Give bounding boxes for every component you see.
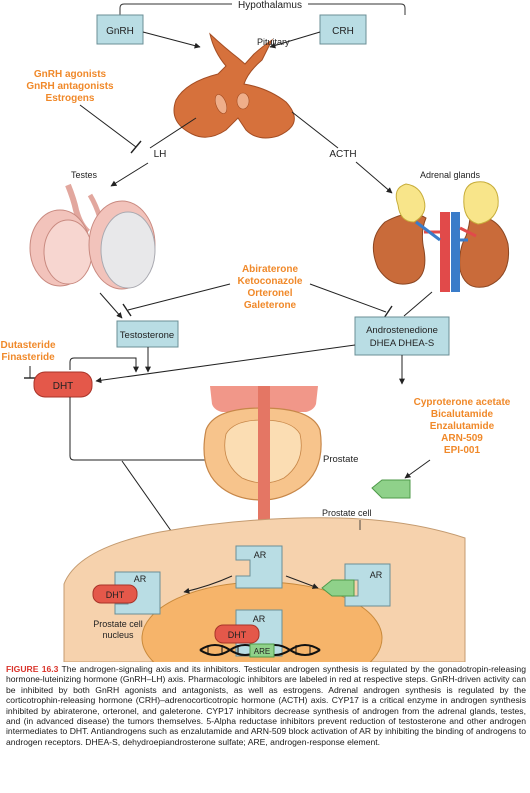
dht-pill: [33, 371, 93, 398]
drug-dutasteride: Dutasteride: [0, 340, 55, 351]
pituitary-gland: Pituitary: [173, 32, 295, 139]
drug-enzalutamide: Enzalutamide: [430, 421, 495, 432]
testes: Testes: [29, 170, 156, 290]
drug-gnrh-antagonists: GnRH antagonists: [26, 81, 114, 92]
drug-gnrh-agonists: GnRH agonists: [34, 69, 107, 80]
crh-label: CRH: [332, 26, 354, 37]
prostate: Prostate: [203, 386, 358, 520]
drug-epi001: EPI-001: [444, 445, 481, 456]
gnrh-label: GnRH: [106, 26, 134, 37]
testosterone-box: [116, 320, 179, 348]
ar-label-nucleus: AR: [253, 614, 266, 624]
ar-receptor-nucleus: AR DHT: [214, 609, 283, 657]
ar-receptor-right: AR: [321, 563, 391, 607]
drug-ketoconazole: Ketoconazole: [237, 276, 302, 287]
antiandrogen-bound: [321, 579, 355, 597]
hypothalamus-label: Hypothalamus: [238, 0, 302, 11]
pituitary-label: Pituitary: [257, 37, 290, 47]
drug-galeterone: Galeterone: [244, 300, 297, 311]
crh-box: [319, 14, 367, 45]
dht-bound-nucleus: [214, 624, 260, 644]
ar-label-right: AR: [370, 570, 383, 580]
are-element: [249, 643, 275, 658]
drug-cyproterone: Cyproterone acetate: [414, 397, 511, 408]
dht-bound-left: [92, 584, 138, 604]
ar-receptor-center: AR: [235, 545, 283, 589]
androgen-axis-diagram: Hypothalamus GnRH CRH Pituitary GnRH ago…: [0, 0, 511, 662]
ar-label-left: AR: [134, 574, 147, 584]
drug-arn509: ARN-509: [441, 433, 483, 444]
prostate-label: Prostate: [323, 454, 358, 465]
hypothalamus-loop: Hypothalamus: [119, 0, 406, 15]
drug-finasteride: Finasteride: [1, 352, 55, 363]
nucleus-label-2: nucleus: [102, 630, 134, 640]
ar-receptor-left: AR DHT: [92, 571, 161, 615]
testosterone-label: Testosterone: [120, 330, 174, 341]
antiandrogen-pentagon: [371, 479, 411, 499]
adrenal-glands-label: Adrenal glands: [420, 170, 481, 180]
are-label: ARE: [254, 647, 270, 656]
dht-bound-left-label: DHT: [106, 590, 125, 600]
drug-orteronel: Orteronel: [247, 288, 292, 299]
drug-abiraterone: Abiraterone: [242, 264, 299, 275]
testes-label: Testes: [71, 170, 98, 180]
ar-label-center: AR: [254, 550, 267, 560]
dhea-label: DHEA DHEA-S: [370, 338, 434, 349]
androstenedione-label: Androstenedione: [366, 325, 438, 336]
gnrh-box: [96, 14, 144, 45]
acth-label: ACTH: [329, 149, 356, 160]
dht-label: DHT: [53, 381, 74, 392]
drug-bicalutamide: Bicalutamide: [431, 409, 494, 420]
androstenedione-box: [354, 316, 450, 356]
lh-label: LH: [154, 149, 167, 160]
dht-bound-nucleus-label: DHT: [228, 630, 247, 640]
prostate-cell-label: Prostate cell: [322, 508, 372, 518]
adrenal-glands: Adrenal glands: [372, 170, 510, 292]
drug-estrogens: Estrogens: [46, 93, 95, 104]
dna-helix: ARE: [199, 643, 321, 658]
nucleus-label-1: Prostate cell: [93, 619, 143, 629]
caption-text: The androgen-signaling axis and its inhi…: [6, 664, 526, 747]
figure-label: FIGURE 16.3: [6, 664, 59, 674]
